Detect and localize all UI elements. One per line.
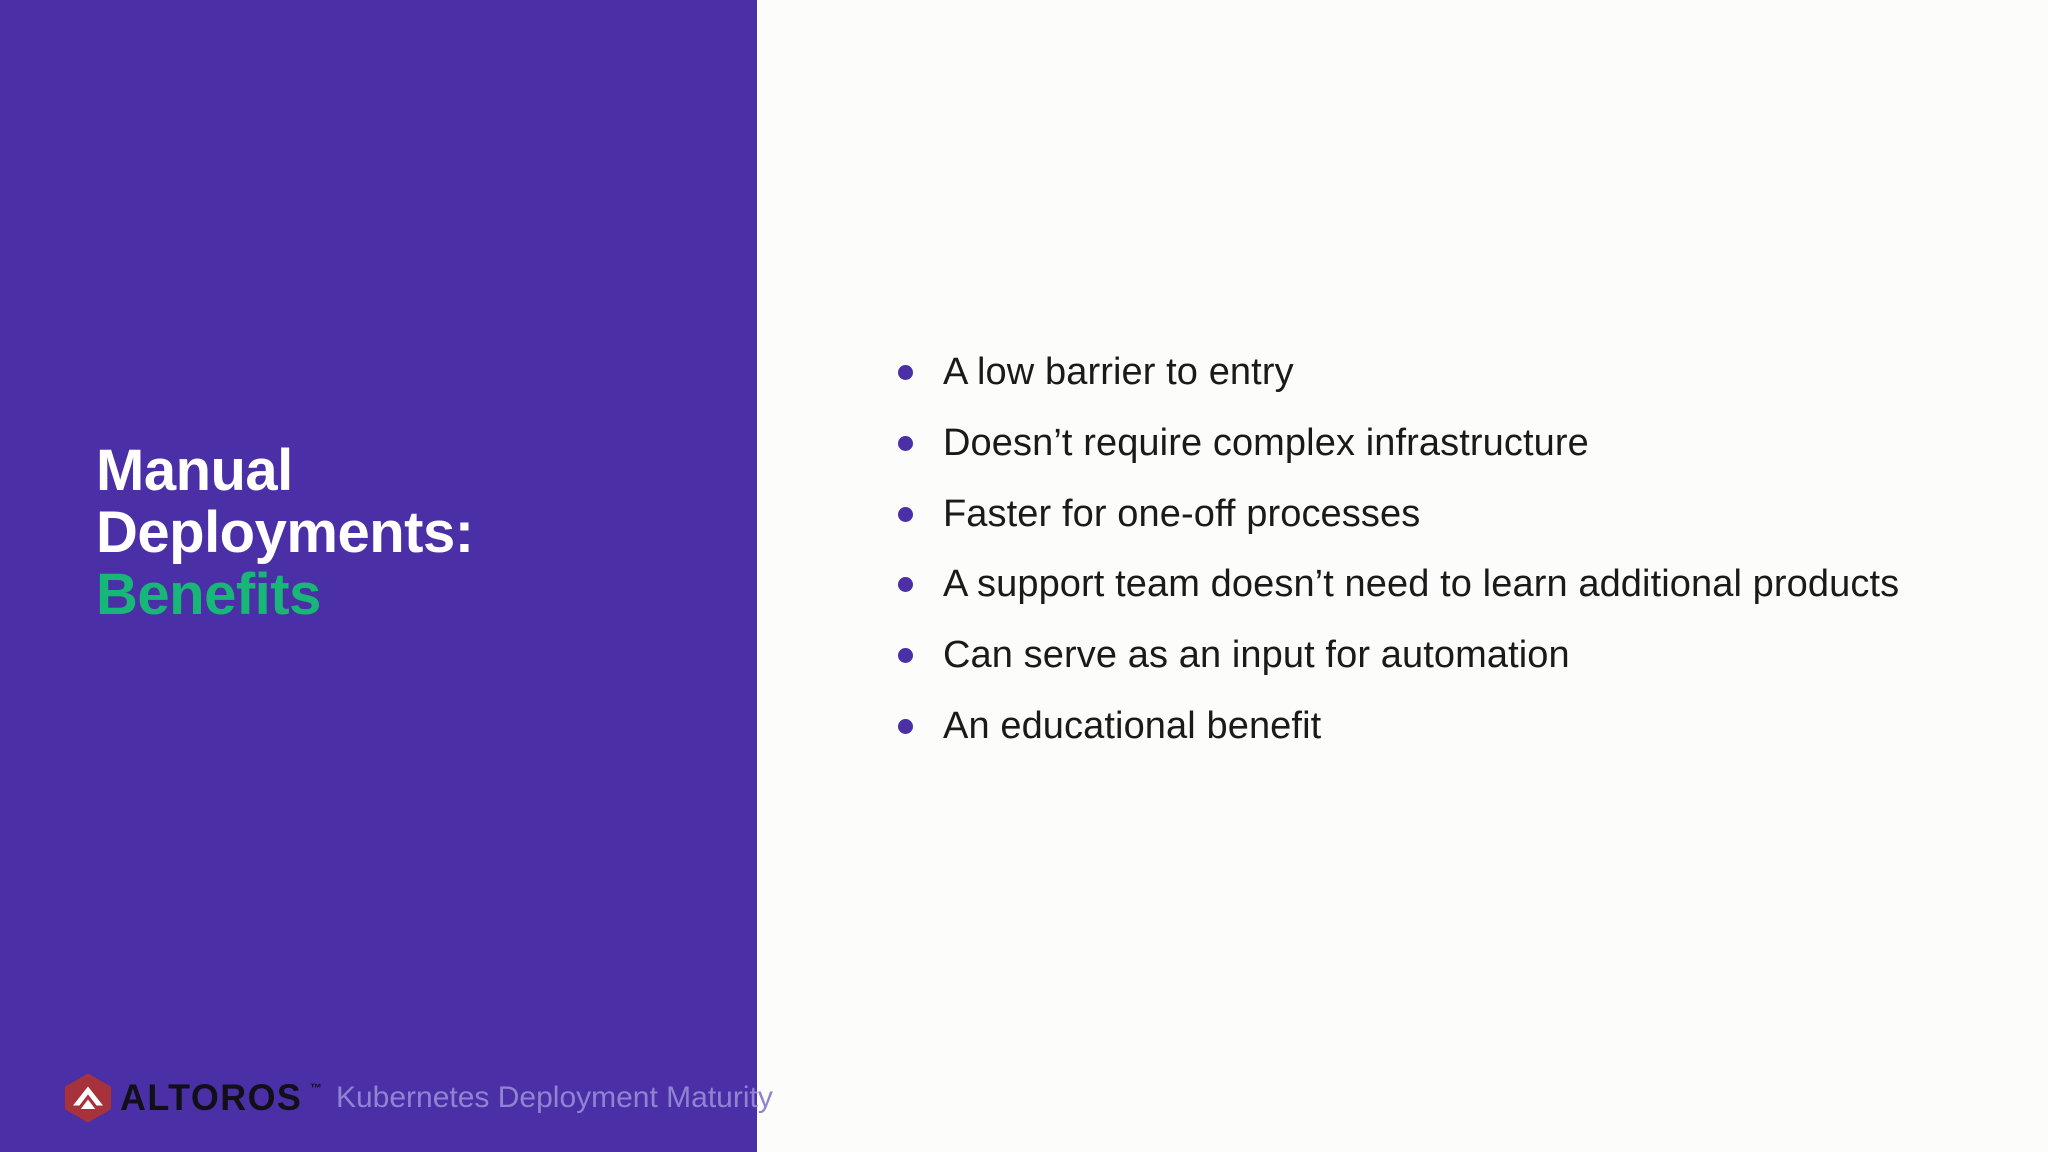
list-item: A support team doesn’t need to learn add… [898,560,1928,610]
altoros-wordmark: ALTOROS ™ [120,1072,322,1124]
bullet-dot-icon [898,365,913,380]
altoros-wordmark-text: ALTOROS [120,1077,303,1118]
title-line-3-accent: Benefits [96,562,321,628]
footer: ALTOROS ™ Kubernetes Deployment Maturity [62,1072,773,1124]
bullet-dot-icon [898,577,913,593]
trademark-symbol: ™ [309,1081,322,1095]
list-item-label: Can serve as an input for automation [943,634,1570,677]
list-item: A low barrier to entry [898,348,1928,398]
list-item: An educational benefit [898,702,1928,752]
footer-caption: Kubernetes Deployment Maturity [335,1081,773,1114]
list-item-label: Faster for one-off processes [943,492,1421,535]
title-line-2: Deployments: [96,500,474,566]
list-item-label: An educational benefit [943,704,1322,747]
list-item-label: A low barrier to entry [943,351,1294,393]
altoros-hexagon-chevron-icon [64,1073,112,1123]
bullet-dot-icon [898,648,913,664]
left-title-panel: Manual Deployments: Benefits ALTOROS ™ K… [0,0,773,1152]
benefits-bullet-list: A low barrier to entry Doesn’t require c… [898,348,1928,752]
bullet-dot-icon [898,506,913,522]
list-item-label: Doesn’t require complex infrastructure [943,421,1589,464]
list-item: Faster for one-off processes [898,490,1928,540]
title-line-1: Manual [96,438,293,503]
bullet-dot-icon [898,435,913,451]
bullet-dot-icon [898,718,913,734]
altoros-logo: ALTOROS ™ [62,1072,322,1124]
list-item: Can serve as an input for automation [898,631,1928,681]
page-title: Manual Deployments: Benefits [96,438,696,628]
list-item: Doesn’t require complex infrastructure [898,419,1928,469]
list-item-label: A support team doesn’t need to learn add… [943,563,1900,606]
